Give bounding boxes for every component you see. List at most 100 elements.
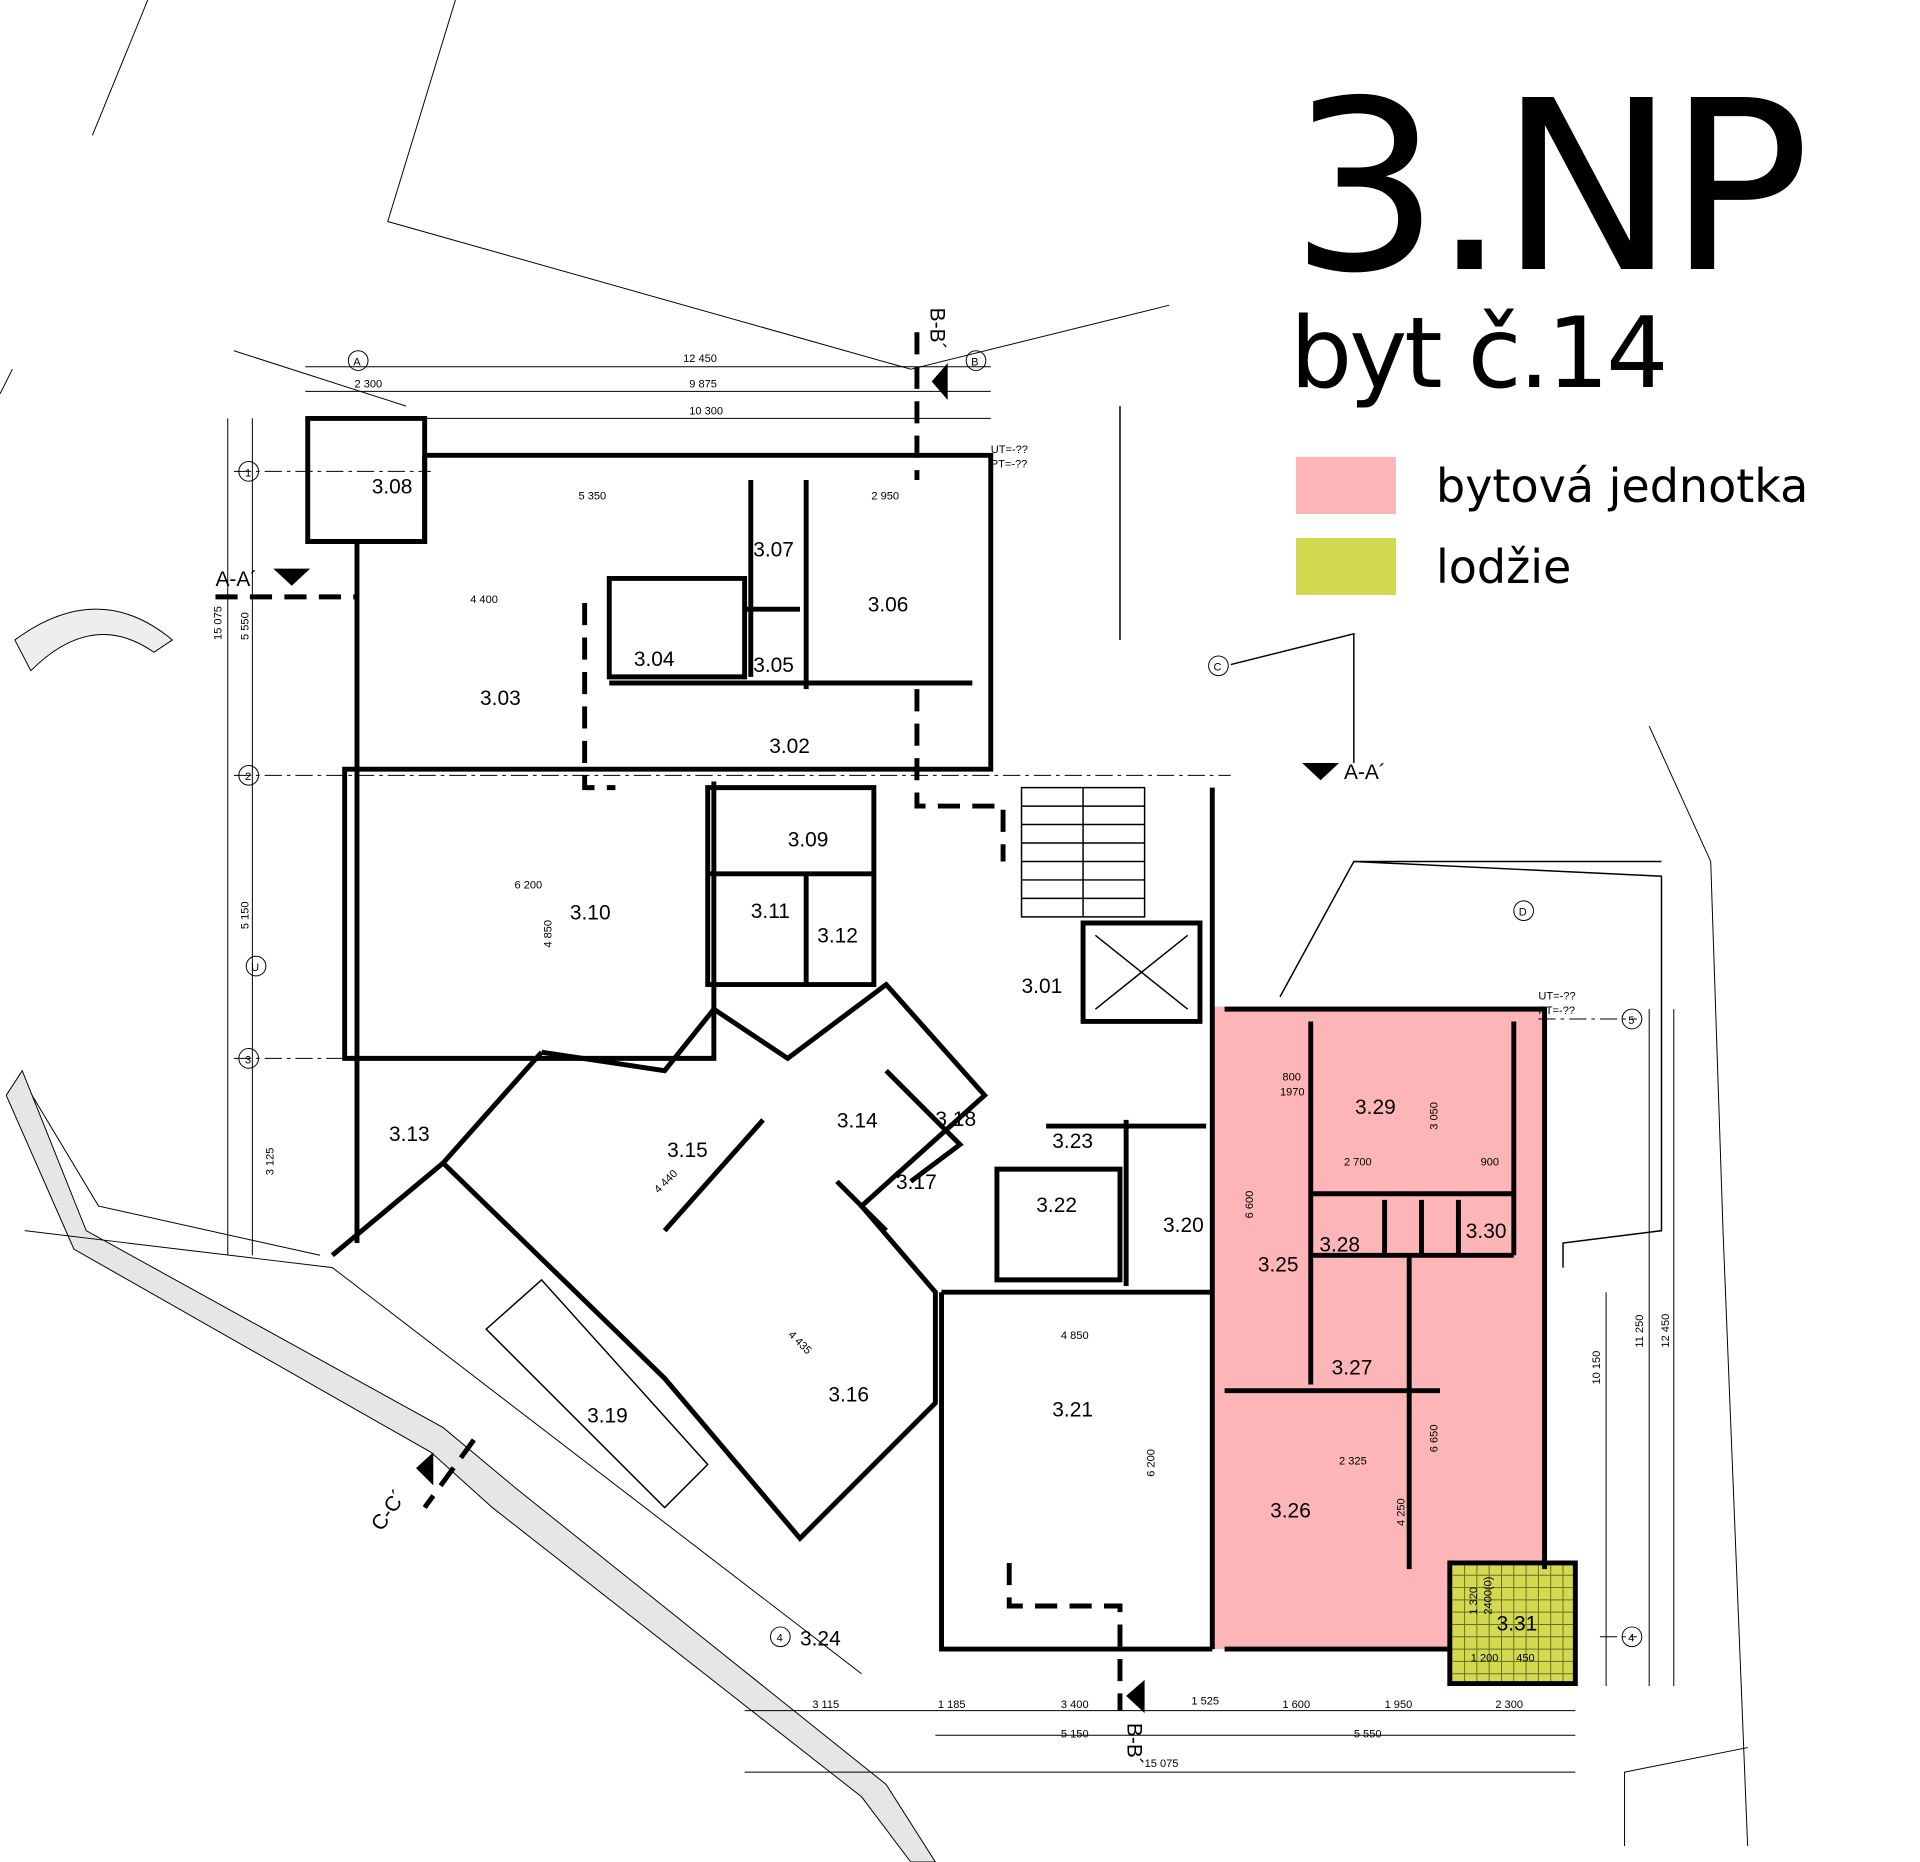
loggia-area	[1449, 1562, 1576, 1684]
legend-label: bytová jednotka	[1436, 458, 1809, 513]
dim: 2 300	[1495, 1699, 1523, 1711]
dim: 450	[1516, 1652, 1534, 1664]
dim: 2 325	[1339, 1455, 1367, 1467]
dim: 6 650	[1428, 1425, 1440, 1453]
room-label: 3.26	[1270, 1499, 1311, 1522]
room-label: 3.29	[1355, 1096, 1396, 1119]
room-label: 3.04	[634, 648, 675, 671]
dim: 5 550	[240, 612, 252, 640]
room-label: 3.14	[837, 1109, 878, 1132]
dim: 4 400	[470, 594, 498, 606]
floor-title: 3.NP	[1290, 50, 1810, 325]
dim: 1 320	[1468, 1587, 1480, 1615]
legend-item-apartment: bytová jednotka	[1296, 457, 1808, 514]
dim: 6 600	[1244, 1191, 1256, 1219]
dim: 4 250	[1395, 1498, 1407, 1526]
dimension-lines	[227, 366, 1675, 1773]
legend-swatch-green	[1296, 538, 1396, 595]
dim: 5 150	[1061, 1729, 1089, 1741]
axis-label-3: 3	[245, 1054, 251, 1066]
room-label: 3.02	[769, 735, 810, 758]
dim: 6 200	[1145, 1449, 1157, 1477]
dim: 12 450	[683, 353, 717, 365]
room-label: 3.19	[587, 1405, 628, 1428]
dim: 3 115	[812, 1699, 839, 1711]
dim: 800	[1282, 1072, 1300, 1084]
section-label-bb-bottom: B-B´	[1122, 1723, 1145, 1765]
section-label-aa: A-A´	[215, 568, 257, 591]
axis-label-4b: 4	[777, 1633, 783, 1645]
dim: 1 185	[938, 1699, 966, 1711]
section-label-cc: C-C´	[367, 1486, 411, 1535]
room-label: 3.17	[896, 1171, 937, 1194]
axis-label-1: 1	[245, 467, 251, 479]
room-label: 3.16	[828, 1384, 869, 1407]
legend-swatch-pink	[1296, 457, 1396, 514]
room-label: 3.11	[751, 900, 790, 923]
room-label: 3.15	[667, 1139, 708, 1162]
level-pt: PT=-??	[1538, 1005, 1575, 1017]
room-label: 3.01	[1022, 975, 1063, 998]
axis-markers	[238, 350, 1643, 1648]
dim: 5 150	[240, 901, 252, 929]
room-label: 3.06	[868, 594, 909, 617]
section-label-aa-right: A-A´	[1344, 761, 1386, 784]
apartment-subtitle: byt č.14	[1290, 297, 1669, 411]
dim: 3 125	[264, 1148, 276, 1176]
dim: 2 300	[355, 379, 383, 391]
room-label: 3.23	[1052, 1130, 1093, 1153]
room-label: 3.22	[1036, 1194, 1077, 1217]
dim: 10 300	[689, 406, 723, 418]
room-label: 3.28	[1319, 1234, 1360, 1257]
apartment-unit-area	[1212, 1006, 1545, 1650]
room-label: 3.30	[1466, 1220, 1507, 1243]
dim: 12 450	[1660, 1314, 1672, 1348]
room-label: 3.24	[800, 1627, 841, 1650]
room-label: 3.03	[480, 687, 521, 710]
site-lines	[0, 0, 1749, 1862]
dim: 1 200	[1471, 1652, 1499, 1664]
dim: 9 875	[689, 379, 717, 391]
section-label-bb-top: B-B´	[925, 308, 948, 350]
room-label: 3.21	[1052, 1398, 1093, 1421]
dim: 10 150	[1591, 1351, 1603, 1385]
room-label: 3.08	[372, 475, 413, 498]
room-label: 3.25	[1258, 1253, 1299, 1276]
section-cuts	[215, 332, 1340, 1714]
axis-label-c: C	[1214, 662, 1222, 674]
room-label: 3.20	[1163, 1214, 1204, 1237]
room-label: 3.05	[753, 654, 794, 677]
dim: 1 950	[1385, 1699, 1413, 1711]
dim: 5 350	[578, 491, 606, 503]
axis-label-u: U	[251, 962, 259, 974]
loggia-tiles	[1452, 1562, 1576, 1684]
dim: 6 200	[514, 880, 542, 892]
room-label: 3.27	[1332, 1357, 1373, 1380]
legend-label: lodžie	[1436, 539, 1572, 594]
dim: 2 950	[871, 491, 899, 503]
room-label: 3.12	[817, 925, 858, 948]
dim: 1 525	[1191, 1695, 1219, 1707]
dim: 4 850	[1061, 1330, 1089, 1342]
room-label: 3.09	[788, 829, 829, 852]
level-ut-top: UT=-??	[991, 444, 1028, 456]
room-label: 3.18	[935, 1108, 976, 1131]
room-label: 3.31	[1497, 1613, 1538, 1636]
dim: 11 250	[1634, 1315, 1646, 1348]
dim: 4 850	[542, 920, 554, 948]
dim: 2 700	[1344, 1156, 1372, 1168]
dim: 4 435	[786, 1329, 814, 1357]
room-label: 3.07	[753, 538, 794, 561]
legend-item-loggia: lodžie	[1296, 538, 1571, 595]
dim: 4 440	[652, 1168, 680, 1196]
stairs	[485, 406, 1663, 1509]
axis-label-2: 2	[245, 771, 251, 783]
dim: 15 075	[213, 606, 225, 640]
axis-label-4: 4	[1628, 1633, 1634, 1645]
axis-label-a: A	[353, 357, 361, 369]
level-pt-top: PT=-??	[991, 459, 1028, 471]
axis-label-b: B	[971, 357, 978, 369]
axis-label-d: D	[1519, 907, 1527, 919]
room-label: 3.13	[389, 1123, 430, 1146]
